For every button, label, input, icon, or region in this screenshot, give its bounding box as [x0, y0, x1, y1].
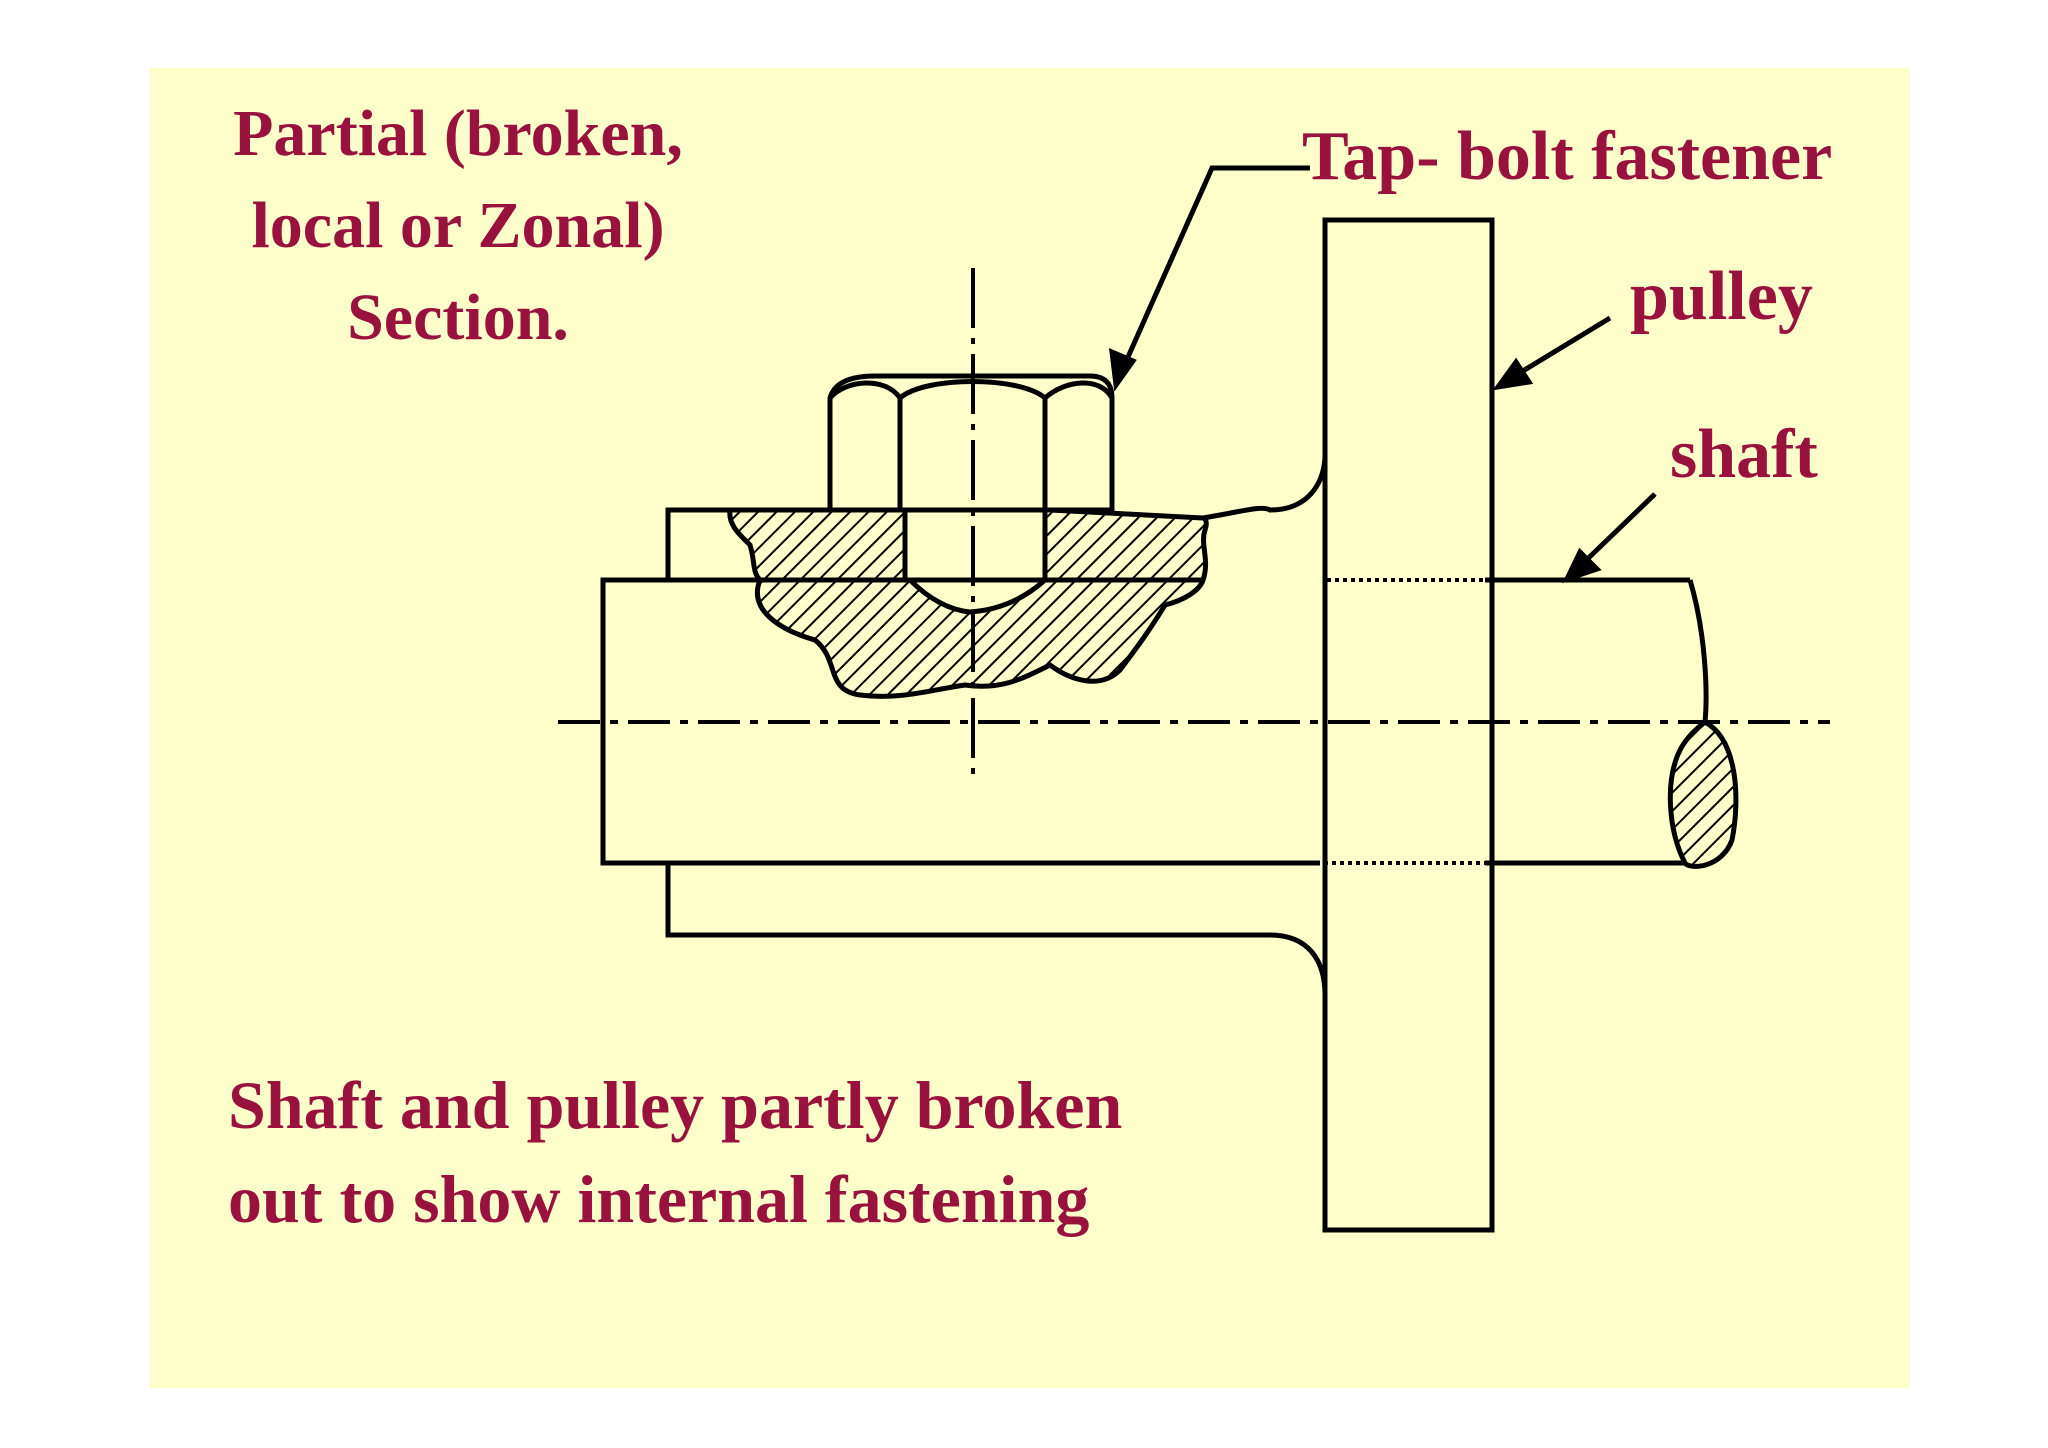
slide-title: Partial (broken, local or Zonal) Section… — [168, 88, 748, 364]
caption-line: Shaft and pulley partly broken — [228, 1067, 1123, 1143]
title-line: Partial (broken, — [233, 97, 683, 170]
pulley — [665, 217, 1495, 1233]
tap-bolt-label: Tap- bolt fastener — [1302, 118, 1833, 195]
pulley-label: pulley — [1630, 258, 1813, 335]
shaft-break-section — [1667, 718, 1739, 869]
title-line: local or Zonal) — [251, 189, 665, 262]
caption: Shaft and pulley partly broken out to sh… — [228, 1058, 1122, 1246]
slide-background — [150, 68, 1910, 1388]
tapped-hole-bottom — [908, 578, 1047, 615]
shaft-label: shaft — [1670, 416, 1818, 493]
callout-leaders — [1108, 165, 1657, 584]
shaft-broken-section — [755, 577, 1207, 699]
title-line: Section. — [347, 281, 569, 354]
caption-line: out to show internal fastening — [228, 1161, 1090, 1237]
